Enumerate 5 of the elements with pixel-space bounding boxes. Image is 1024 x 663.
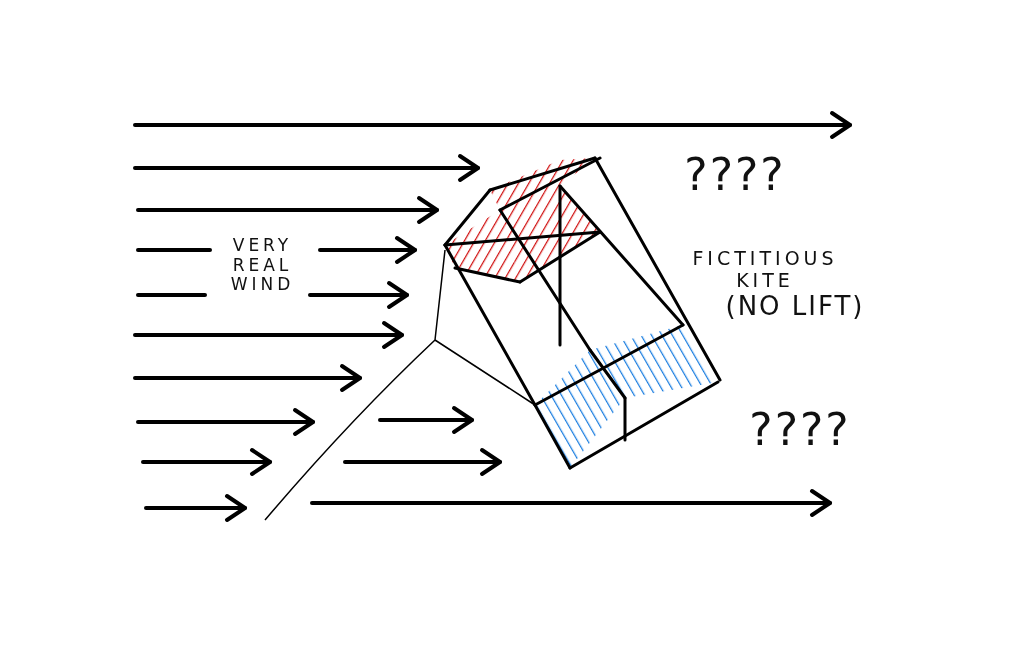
question-marks: ???? bbox=[683, 150, 787, 201]
kite-label: FICTITIOUS KITE bbox=[691, 248, 839, 292]
wind-label: VERY REAL WIND bbox=[229, 236, 296, 295]
question-marks: ???? bbox=[748, 405, 852, 456]
kite-note: (NO LIFT) bbox=[724, 292, 866, 322]
